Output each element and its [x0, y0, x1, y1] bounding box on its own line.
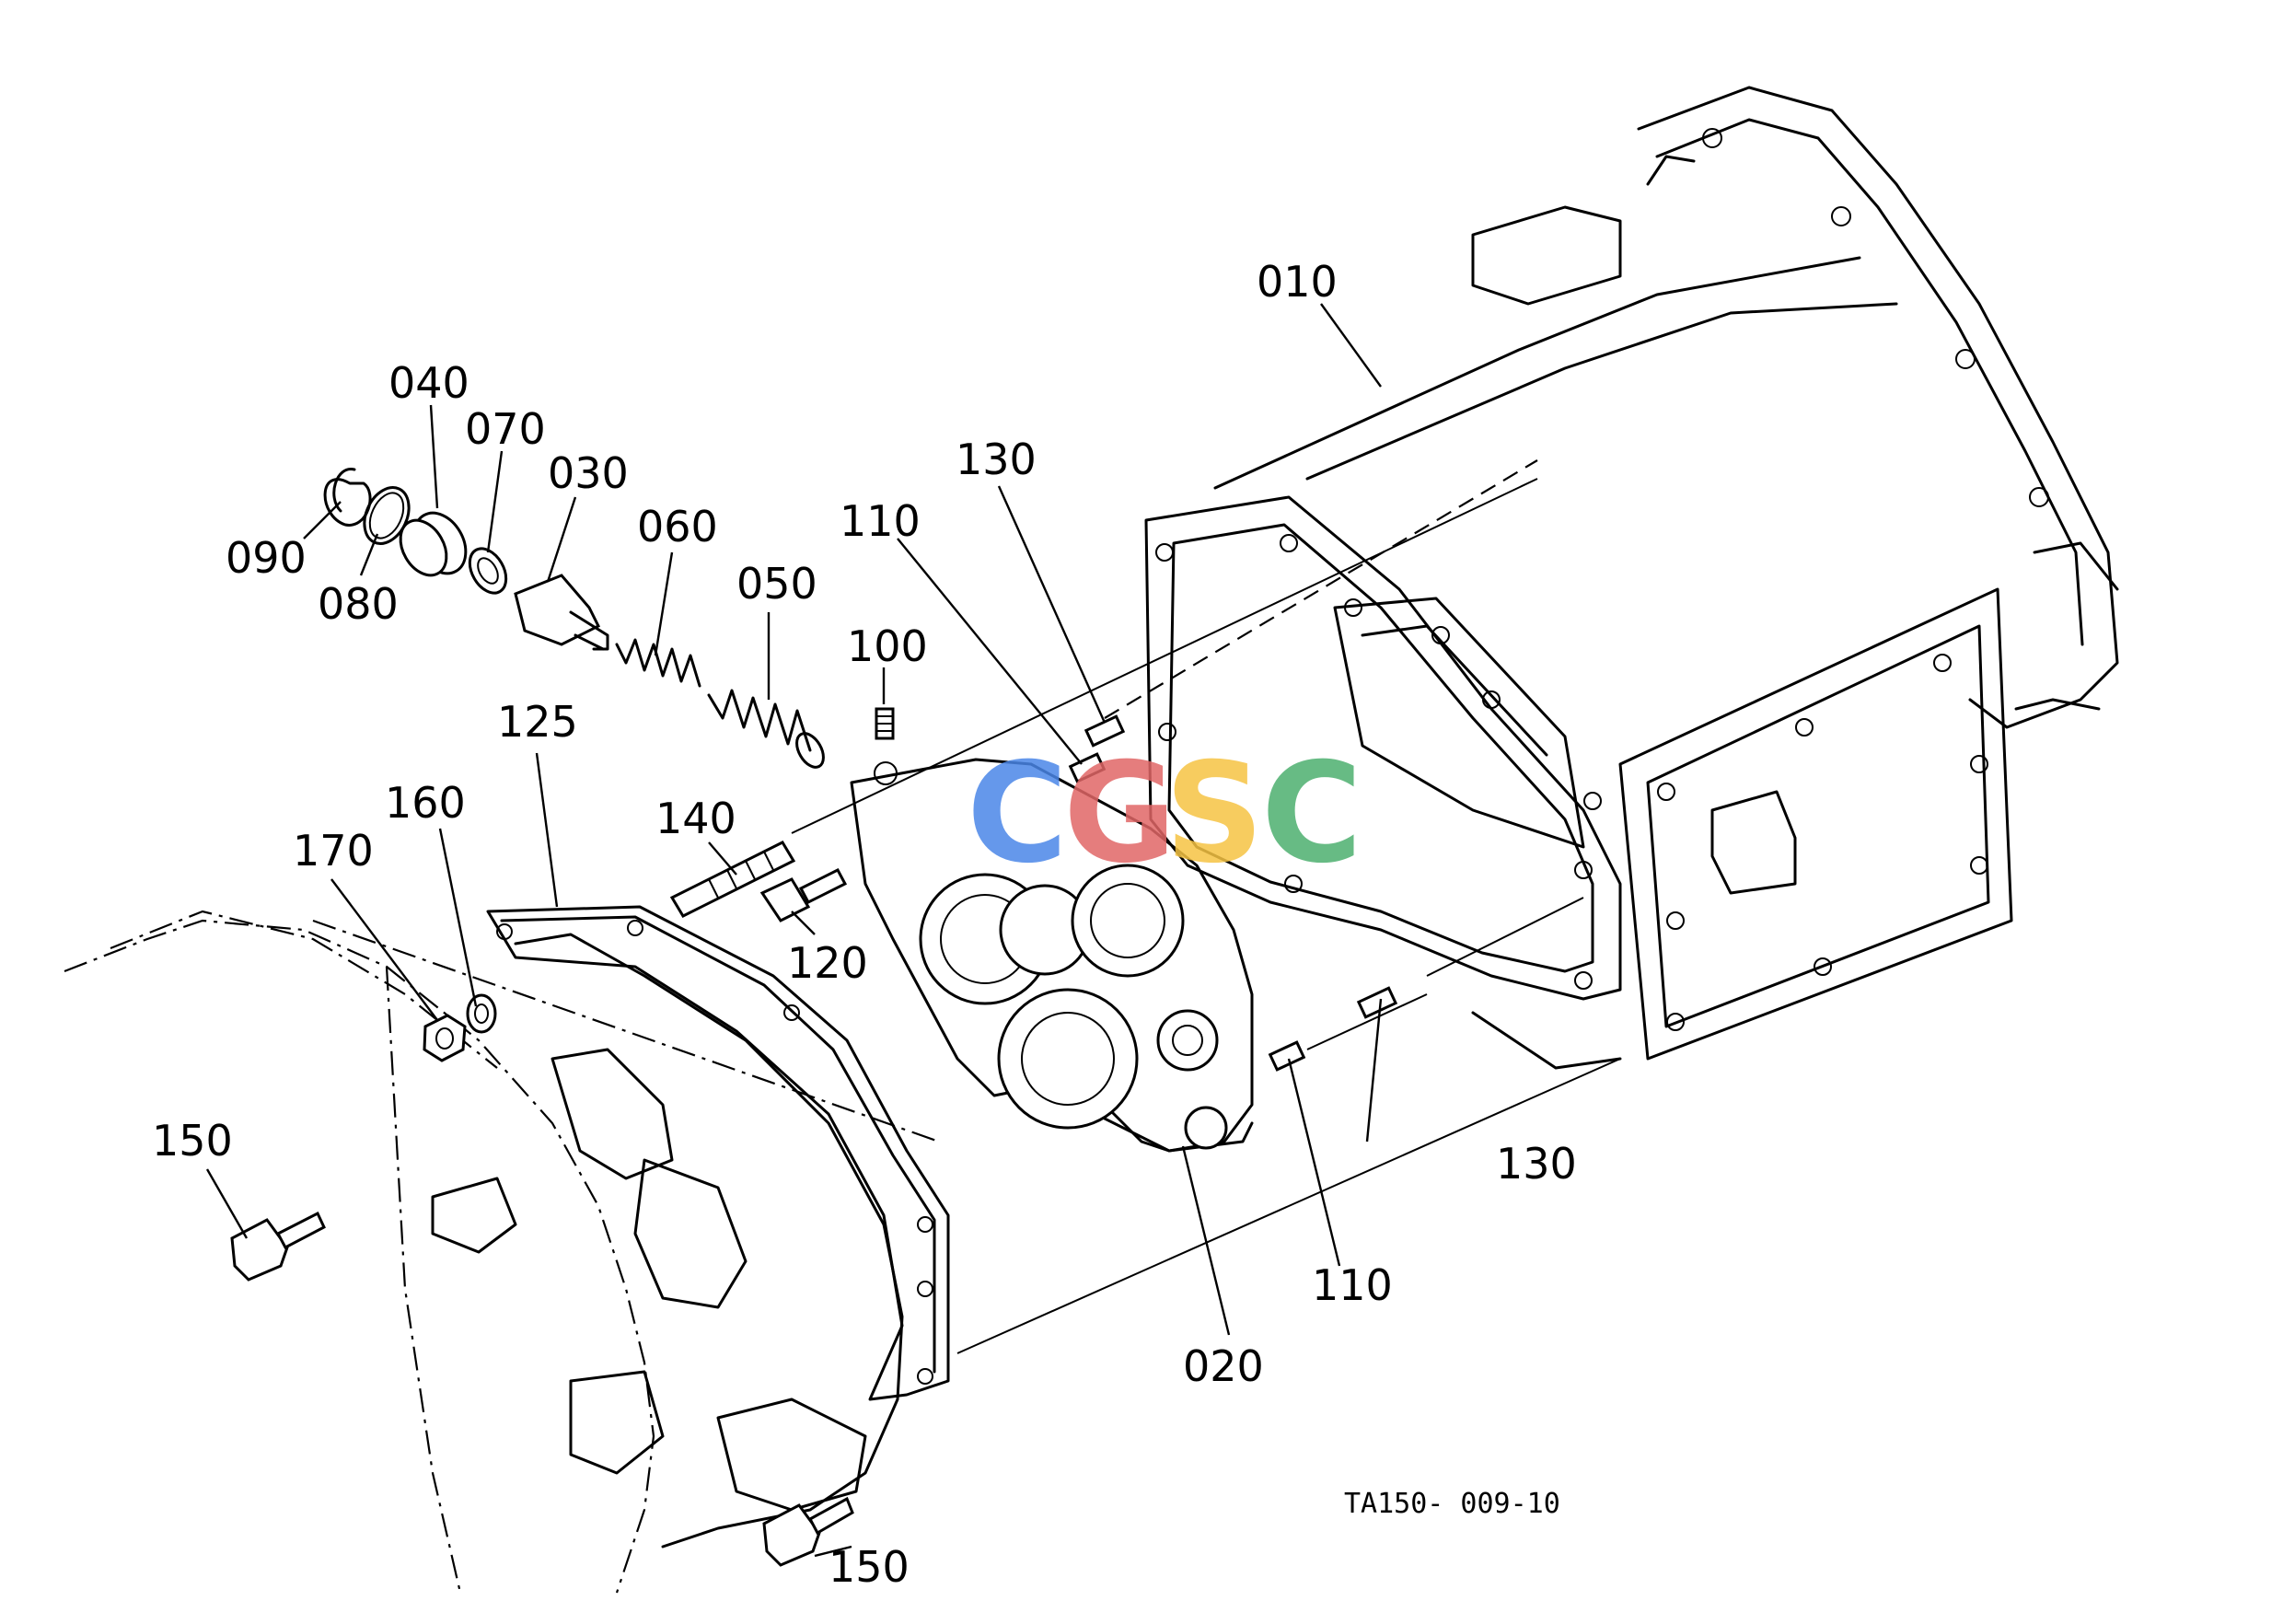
plug-040: [399, 511, 468, 577]
bolt-150-bottom: [762, 1496, 854, 1567]
callout-150-bottom: 150: [829, 1542, 910, 1592]
watermark-letter: S: [1165, 734, 1264, 894]
callout-110-upper: 110: [840, 496, 921, 546]
callout-090: 090: [226, 533, 307, 583]
valve-spool-030: [514, 574, 609, 651]
front-housing-phantom: [64, 910, 940, 1594]
callout-080: 080: [318, 579, 399, 629]
callout-130-lower: 130: [1496, 1139, 1577, 1189]
callout-100: 100: [847, 621, 928, 671]
gasket: [486, 905, 950, 1401]
nut-170: [423, 1014, 467, 1062]
ring-070: [468, 547, 508, 595]
valve-body: [850, 758, 1254, 1153]
dowel-pin-130-lower: [1356, 986, 1398, 1019]
callout-050: 050: [736, 559, 817, 609]
washer-160: [466, 993, 497, 1034]
callout-170: 170: [293, 826, 374, 876]
dowel-pin-130-upper: [1084, 714, 1126, 748]
callout-060: 060: [637, 502, 718, 551]
watermark-letter: C: [967, 734, 1068, 894]
callout-120: 120: [787, 938, 868, 988]
callout-020: 020: [1183, 1341, 1264, 1391]
callout-125: 125: [497, 697, 578, 747]
watermark-letter: G: [1063, 734, 1176, 894]
callout-040: 040: [388, 358, 469, 408]
callout-150-left: 150: [152, 1116, 233, 1166]
watermark-letter: C: [1261, 734, 1362, 894]
callout-030: 030: [548, 448, 629, 498]
callout-160: 160: [385, 778, 466, 828]
drawing-code: TA150- 009-10: [1344, 1488, 1560, 1520]
callout-070: 070: [465, 404, 546, 454]
set-screw-100: [875, 707, 895, 740]
bolt-120: [759, 868, 848, 922]
transmission-case: [1144, 86, 2119, 1070]
callout-labels: 010 020 030 040 050 060 070 080 090 100 …: [152, 257, 1577, 1592]
callout-010: 010: [1257, 257, 1338, 307]
spring-050: [707, 689, 825, 769]
stud-140: [669, 841, 796, 918]
callout-110-lower: 110: [1312, 1260, 1393, 1310]
spring-060: [615, 638, 701, 688]
snap-ring-090: [323, 468, 372, 527]
callout-130-upper: 130: [956, 435, 1037, 484]
dowel-pin-110-lower: [1268, 1040, 1306, 1072]
bolt-150-left: [230, 1211, 326, 1282]
dowel-pin-110-upper: [1068, 752, 1107, 783]
leader-lines: [205, 303, 1383, 1558]
assembly-axis-lines: [791, 459, 1621, 1354]
callout-140: 140: [655, 794, 736, 843]
